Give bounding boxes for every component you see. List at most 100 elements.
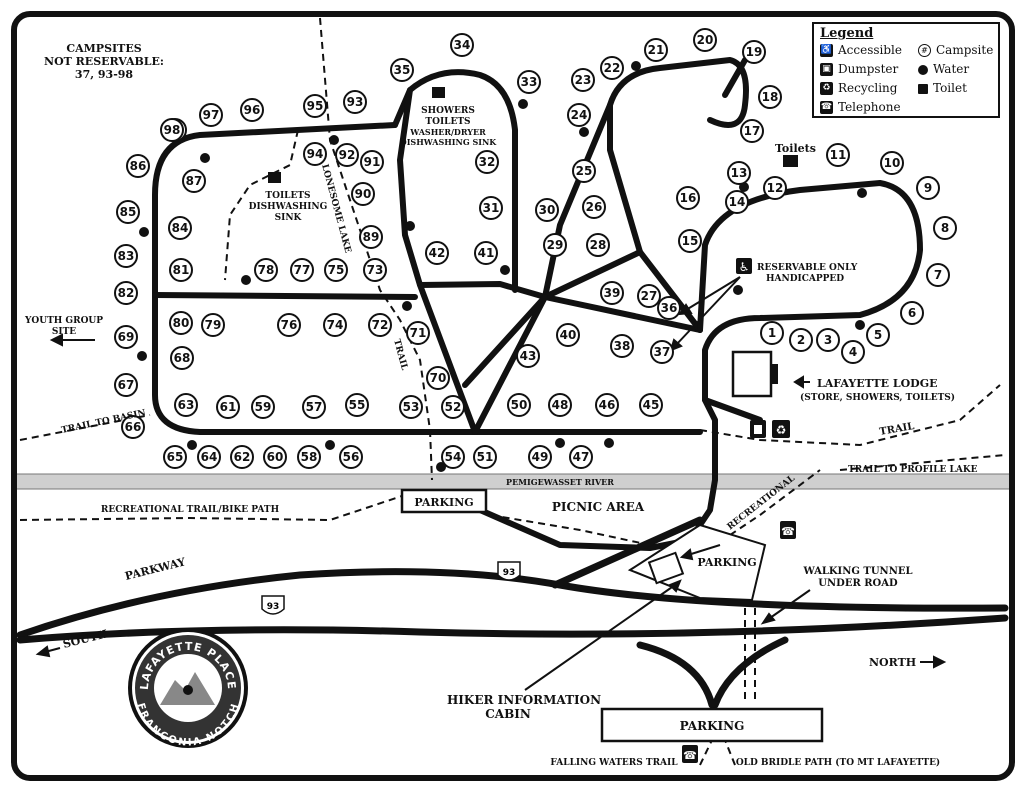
campsite-number: 17	[744, 124, 761, 138]
north-label: NORTH	[869, 656, 916, 669]
campsite-13: 13	[727, 161, 751, 185]
campsite-41: 41	[474, 241, 498, 265]
campsite-71: 71	[406, 321, 430, 345]
campsite-number: 69	[118, 330, 135, 344]
svg-text:☎: ☎	[781, 525, 795, 538]
campsite-95: 95	[303, 94, 327, 118]
campsite-1: 1	[760, 321, 784, 345]
campsite-number: 83	[118, 249, 135, 263]
campsite-36: 36	[657, 296, 681, 320]
campsite-number: 25	[576, 164, 593, 178]
campsite-76: 76	[277, 313, 301, 337]
campsite-number: 70	[430, 371, 447, 385]
lodge-label: LAFAYETTE LODGE	[817, 377, 937, 390]
campsite-number: 45	[643, 398, 660, 412]
campsite-45: 45	[639, 393, 663, 417]
campsite-number: 63	[178, 398, 195, 412]
toilets-right-label: Toilets	[775, 142, 816, 155]
legend-box: Legend ♿Accessible ▣Dumpster ♻Recycling …	[812, 22, 1000, 118]
map-labels: CAMPSITES NOT RESERVABLE: 37, 93-98 YOUT…	[24, 42, 978, 768]
campsite-number: 80	[173, 316, 190, 330]
campsite-number: 1	[768, 326, 776, 340]
campsite-81: 81	[169, 258, 193, 282]
campsite-79: 79	[201, 313, 225, 337]
campsite-number: 8	[941, 221, 949, 235]
hiker-cabin-label: HIKER INFORMATION	[447, 693, 601, 707]
svg-text:TOILETS: TOILETS	[425, 117, 470, 127]
campsite-number: 60	[267, 450, 284, 464]
recycling-icon: ♻	[820, 82, 833, 95]
campsite-number: 85	[120, 205, 137, 219]
campsite-number: 11	[830, 148, 847, 162]
campsite-37: 37	[650, 340, 674, 364]
campsite-number: 20	[697, 33, 714, 47]
svg-text:SINK: SINK	[275, 213, 303, 223]
lafayette-place-logo: LAFAYETTE PLACE FRANCONIA NOTCH	[128, 628, 248, 749]
campsite-61: 61	[216, 395, 240, 419]
showers-label: SHOWERS	[421, 106, 475, 116]
campsite-25: 25	[572, 159, 596, 183]
campsite-29: 29	[543, 233, 567, 257]
campsite-96: 96	[240, 98, 264, 122]
campsite-9: 9	[916, 176, 940, 200]
campsite-78: 78	[254, 258, 278, 282]
campsite-number: 56	[343, 450, 360, 464]
campsite-8: 8	[933, 216, 957, 240]
svg-text:WASHER/DRYER: WASHER/DRYER	[409, 127, 486, 137]
campsite-40: 40	[556, 323, 580, 347]
campsite-7: 7	[926, 263, 950, 287]
svg-text:93: 93	[503, 568, 516, 578]
campsite-73: 73	[363, 258, 387, 282]
campsite-number: 73	[367, 263, 384, 277]
campsite-67: 67	[114, 373, 138, 397]
campsite-number: 31	[483, 201, 500, 215]
parkway-label: PARKWAY	[124, 555, 187, 583]
campsite-number: 19	[746, 45, 763, 59]
legend-title: Legend	[820, 26, 874, 41]
campsite-72: 72	[368, 313, 392, 337]
campsite-91: 91	[360, 150, 384, 174]
campsite-number: 55	[349, 398, 366, 412]
svg-text:♿: ♿	[739, 260, 750, 274]
campsite-number: 48	[552, 398, 569, 412]
route-93-shield-2: 93	[261, 595, 285, 615]
campsite-62: 62	[230, 445, 254, 469]
campsite-number: 97	[203, 108, 220, 122]
campsite-28: 28	[586, 233, 610, 257]
campsite-number: 95	[307, 99, 324, 113]
svg-text:☎: ☎	[683, 749, 697, 762]
route-93-shield-1: 93	[497, 561, 521, 581]
campsite-number: 98	[164, 123, 181, 137]
campsite-24: 24	[567, 103, 591, 127]
legend-telephone: ☎Telephone	[820, 100, 901, 114]
campsite-11: 11	[826, 143, 850, 167]
campsite-number: 64	[201, 450, 218, 464]
not-reservable-sites: 37, 93-98	[75, 68, 133, 81]
svg-text:CABIN: CABIN	[485, 707, 531, 721]
campsite-54: 54	[441, 445, 465, 469]
map-frame	[11, 11, 1015, 781]
legend-dumpster: ▣Dumpster	[820, 61, 898, 77]
campsite-number: 10	[884, 156, 901, 170]
campsite-number: 18	[762, 90, 779, 104]
campsite-63: 63	[174, 393, 198, 417]
campsite-35: 35	[390, 58, 414, 82]
campsite-number: 36	[661, 301, 678, 315]
campsite-number: 16	[680, 191, 697, 205]
campsite-49: 49	[528, 445, 552, 469]
campsite-number: 77	[294, 263, 311, 277]
campsite-icon: #	[918, 44, 931, 57]
picnic-area-label: PICNIC AREA	[552, 500, 645, 514]
dumpster-icon: ▣	[820, 63, 833, 76]
campsite-number: 6	[908, 306, 916, 320]
campsite-number: 68	[174, 351, 191, 365]
campsite-number: 2	[797, 333, 805, 347]
campsite-number: 29	[547, 238, 564, 252]
campsite-number: 89	[363, 230, 380, 244]
legend-accessible: ♿Accessible	[820, 43, 902, 57]
campsite-number: 21	[648, 43, 665, 57]
campsite-number: 23	[575, 73, 592, 87]
lodge-sublabel: (STORE, SHOWERS, TOILETS)	[800, 392, 955, 403]
campsite-number: 4	[849, 345, 857, 359]
